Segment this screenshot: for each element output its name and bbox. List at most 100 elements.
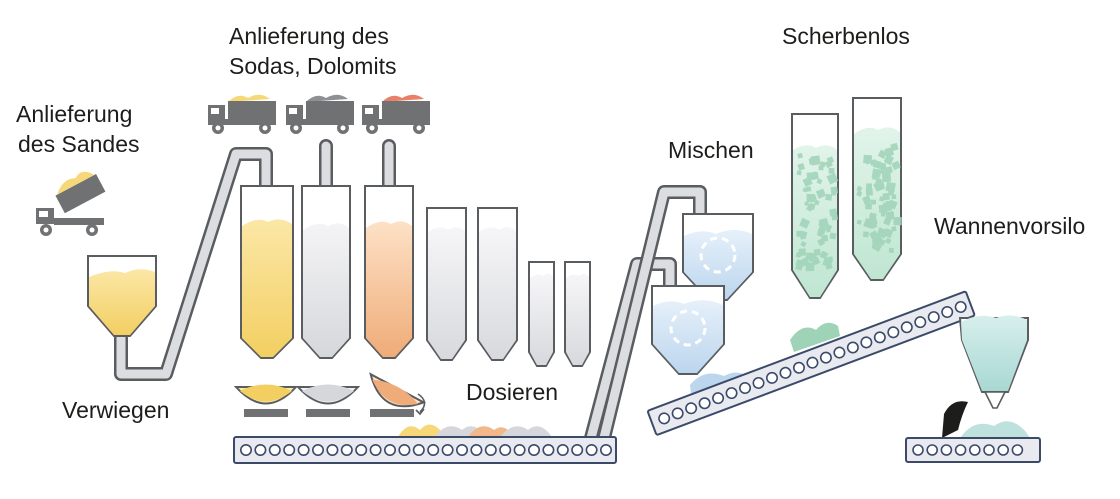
cullet-flake: [808, 157, 816, 165]
cullet-flake: [893, 217, 902, 226]
label-weighing: Verwiegen: [62, 397, 170, 423]
belt-roller: [355, 443, 368, 456]
cullet-flake: [871, 199, 876, 205]
rotation-arrow-icon: [415, 393, 426, 416]
belt-roller: [556, 443, 569, 456]
belt-roller: [926, 444, 939, 456]
cullet-flake: [870, 159, 877, 166]
belt-roller: [297, 443, 310, 456]
belt-roller: [806, 356, 819, 369]
cullet-flake: [824, 261, 833, 270]
belt-roller: [311, 443, 324, 456]
belt-roller: [326, 443, 339, 456]
cullet-flake: [862, 195, 872, 205]
belt-roller: [954, 444, 967, 456]
cullet-flake: [804, 201, 810, 207]
cullet-flake: [885, 237, 892, 245]
label-sand-delivery-line1: Anlieferung: [16, 101, 133, 127]
sand-hopper: [87, 255, 157, 337]
cullet-flake: [891, 160, 901, 171]
cullet-flake: [872, 241, 883, 252]
mixing-arrows-icon: [669, 309, 707, 347]
silo-additive-4: [564, 261, 591, 367]
cullet-flake: [818, 219, 827, 229]
label-cullet: Scherbenlos: [782, 23, 910, 49]
cullet-flake: [816, 178, 823, 185]
label-mixing: Mischen: [668, 137, 754, 163]
cullet-flake: [879, 181, 885, 188]
cullet-flake: [815, 188, 827, 199]
cullet-flake: [882, 192, 890, 201]
furnace-belt-material: [942, 401, 1030, 438]
cullet-flake: [884, 147, 895, 157]
belt-roller: [455, 443, 468, 456]
belt-roller: [860, 336, 873, 349]
cullet-flake: [819, 250, 829, 260]
belt-roller: [254, 443, 267, 456]
label-soda-delivery-line1: Anlieferung des: [229, 23, 389, 49]
silo-additive-2: [477, 207, 518, 361]
cullet-flake: [871, 171, 879, 179]
cullet-flake: [826, 172, 839, 185]
belt-roller: [268, 443, 281, 456]
cullet-flake: [798, 248, 806, 256]
mixer-lower: [651, 285, 725, 375]
cullet-flake: [806, 193, 815, 203]
cullet-flake: [856, 190, 863, 197]
cullet-flake: [883, 228, 894, 239]
cullet-flake: [797, 162, 806, 171]
cullet-flake: [800, 230, 808, 238]
belt-roller: [527, 443, 540, 456]
cullet-flake: [826, 156, 835, 164]
cullet-flake: [868, 212, 877, 221]
cullet-flake: [885, 211, 895, 220]
cullet-flake: [880, 211, 886, 217]
belt-roller: [997, 444, 1010, 456]
cullet-flake: [856, 185, 863, 192]
belt-roller: [470, 443, 483, 456]
belt-roller: [833, 346, 846, 359]
cullet-flake: [799, 217, 810, 229]
label-tank-presilo: Wannenvorsilo: [934, 213, 1086, 239]
belt-roller: [887, 326, 900, 339]
belt-roller: [671, 407, 684, 420]
belt-roller: [484, 443, 497, 456]
cullet-flake: [829, 232, 837, 240]
belt-roller: [427, 443, 440, 456]
cullet-flake: [877, 149, 888, 160]
dosing-conveyor-belt: [233, 436, 617, 464]
silo-additive-3: [528, 261, 555, 367]
belt-roller: [873, 331, 886, 344]
cullet-flake: [865, 188, 873, 196]
cullet-flake: [891, 226, 897, 232]
cullet-flake: [888, 189, 895, 196]
belt-roller: [340, 443, 353, 456]
tank-presilo: [958, 315, 1029, 409]
belt-roller: [585, 443, 598, 456]
belt-roller: [698, 397, 711, 410]
cullet-flake: [884, 155, 894, 166]
label-dosing: Dosieren: [466, 379, 559, 405]
belt-roller: [752, 376, 765, 389]
cullet-flake: [806, 204, 814, 212]
belt-roller: [900, 321, 913, 334]
cullet-flake: [885, 181, 896, 193]
belt-roller: [779, 366, 792, 379]
cullet-flake: [828, 167, 835, 174]
belt-roller: [712, 392, 725, 405]
belt-roller: [941, 306, 954, 319]
belt-roller: [846, 341, 859, 354]
belt-roller: [968, 444, 981, 456]
cullet-flake: [865, 202, 872, 210]
dosing-belt-material: [398, 424, 552, 437]
label-soda-delivery-line2: Sodas, Dolomits: [229, 53, 397, 79]
truck-icon: [362, 94, 430, 134]
scale-sand: [233, 384, 299, 417]
belt-roller: [1011, 444, 1024, 456]
belt-roller: [792, 361, 805, 374]
belt-roller: [283, 443, 296, 456]
cullet-flake: [863, 154, 873, 164]
cullet-flake: [805, 186, 812, 192]
belt-roller: [725, 387, 738, 400]
